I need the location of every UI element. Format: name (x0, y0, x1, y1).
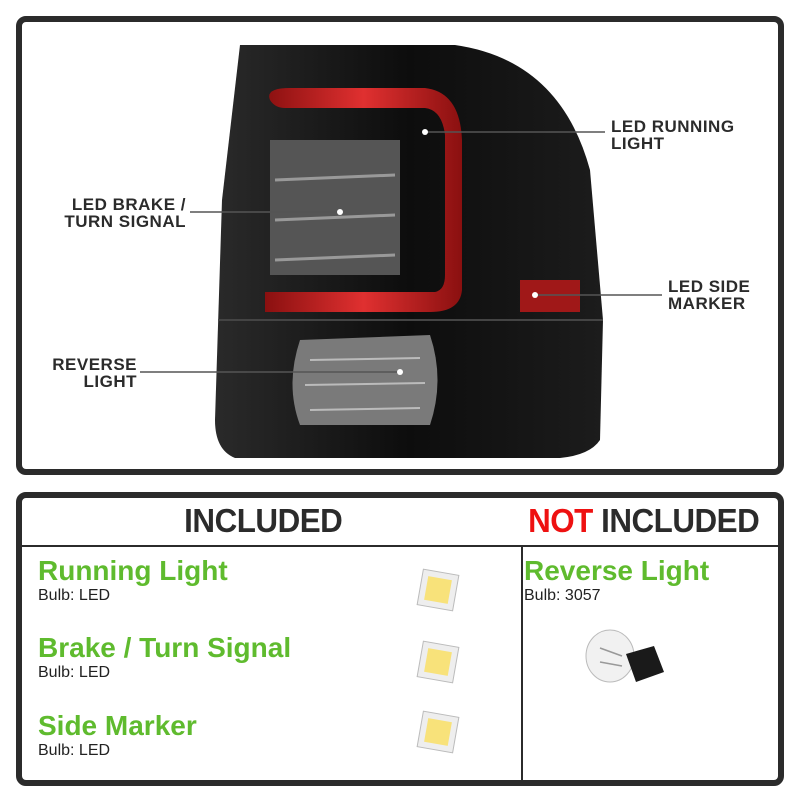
led-chip-icon (416, 640, 460, 684)
bulb-3057-icon (585, 629, 664, 683)
callout-line: TURN SIGNAL (64, 212, 186, 231)
callout-line: LED BRAKE / (71, 195, 186, 214)
callout-line: MARKER (668, 294, 746, 313)
item-title: Running Light (38, 555, 228, 586)
not-included-rest: INCLUDED (592, 502, 760, 539)
tail-light-illustration (140, 45, 662, 458)
callout-line: LED SIDE (668, 277, 751, 296)
callout-line: LED RUNNING (611, 117, 735, 136)
reverse-lens (292, 335, 438, 425)
item-bulb: Bulb: 3057 (524, 587, 601, 604)
led-chip-icon (416, 710, 460, 754)
item-title: Side Marker (38, 710, 197, 741)
callout-line: LIGHT (83, 372, 137, 391)
side-marker-lens (520, 280, 580, 312)
column-divider (521, 546, 523, 780)
callout-led-brake-turn: LED BRAKE /TURN SIGNAL (20, 196, 186, 230)
brake-led-bank (270, 140, 400, 275)
item-title: Reverse Light (524, 555, 710, 586)
item-bulb: Bulb: LED (38, 587, 111, 604)
item-bulb: Bulb: LED (38, 664, 111, 681)
not-word: NOT (528, 502, 593, 539)
not-included-header: NOT INCLUDED (528, 498, 760, 544)
callout-line: LIGHT (611, 134, 665, 153)
running-light-bar (265, 88, 462, 312)
included-header: INCLUDED (184, 502, 343, 539)
callout-line: REVERSE (52, 355, 137, 374)
item-title: Brake / Turn Signal (38, 632, 292, 663)
item-bulb: Bulb: LED (38, 742, 111, 759)
header-divider (22, 545, 778, 547)
led-chip-icon (416, 568, 460, 612)
